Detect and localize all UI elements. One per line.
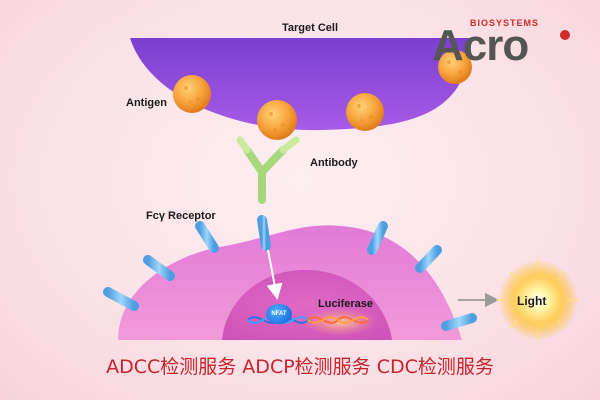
brand-tagline: BIOSYSTEMS <box>470 18 540 28</box>
target-cell <box>130 38 470 131</box>
antigen-2 <box>257 100 297 140</box>
antigen-4 <box>438 50 472 84</box>
caption: ADCC检测服务 ADCP检测服务 CDC检测服务 <box>106 356 494 378</box>
fcy-receptors <box>103 205 477 331</box>
light-rays <box>496 258 580 342</box>
luciferase-label: Luciferase <box>318 298 374 310</box>
antigen-label: Antigen <box>126 97 167 109</box>
brand-dot <box>560 30 570 40</box>
antibody-label: Antibody <box>310 157 358 169</box>
target-cell-label: Target Cell <box>282 22 339 34</box>
signal-arrow <box>266 249 283 300</box>
brand-logo: BIOSYSTEMS Acro <box>432 18 582 78</box>
light-label: Light <box>517 294 547 308</box>
fcy-receptor-label: Fcγ Receptor <box>146 210 216 222</box>
antibody <box>236 136 300 204</box>
antigen-1 <box>173 75 211 113</box>
luciferase-gene <box>307 316 369 324</box>
antigen-group <box>173 50 472 140</box>
brand-wordmark: Acro <box>432 21 529 70</box>
nfat-badge: NFAT <box>266 304 292 324</box>
antigen-3 <box>346 93 384 131</box>
